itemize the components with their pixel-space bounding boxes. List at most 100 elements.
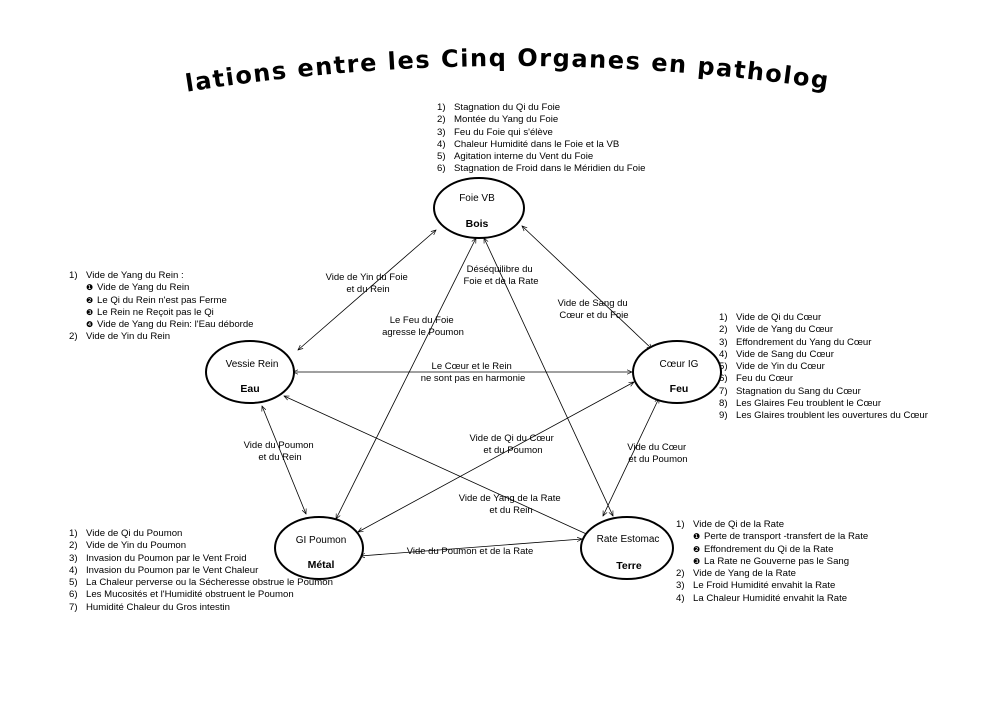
list-item-bullet-icon: ❸: [693, 556, 701, 566]
list-item-text: Vide de Yin du Rein: [86, 331, 171, 343]
list-item-number: 8): [719, 398, 728, 410]
list-item-text: Vide de Yin du Poumon: [86, 540, 187, 552]
label-bois-terre-line2: Foie et de la Rate: [464, 276, 539, 287]
label-eau-terre-line2: et du Rein: [489, 505, 532, 516]
node-terre-ellipse: [580, 516, 674, 580]
list-item-number: 7): [69, 601, 78, 613]
list-item-text: Stagnation du Sang du Cœur: [736, 385, 861, 397]
list-item-text: Effondrement du Yang du Cœur: [736, 336, 872, 348]
list-item: 3) Feu du Foie qui s'élève: [437, 127, 645, 139]
list-item-text: Effondrement du Qi de la Rate: [704, 543, 834, 555]
label-bois-eau-line1: Vide de Yin du Foie: [326, 272, 408, 283]
arrow-eau-terre: [284, 395, 593, 538]
label-bois-feu-line2: Cœur et du Foie: [559, 310, 628, 321]
node-metal-ellipse: [274, 516, 364, 580]
list-item-text: Humidité Chaleur du Gros intestin: [86, 601, 230, 613]
list-item-number: 3): [437, 126, 446, 138]
list-item-text: Feu du Foie qui s'élève: [454, 126, 553, 138]
label-eau-feu: Le Cœur et le Rein ne sont pas en harmon…: [421, 361, 526, 384]
list-item-number: 6): [437, 163, 446, 175]
label-eau-metal: Vide du Poumon et du Rein: [244, 440, 317, 463]
list-item-number: 3): [719, 336, 728, 348]
list-item-text: Invasion du Poumon par le Vent Froid: [86, 552, 247, 564]
node-metal: GI Poumon Métal: [274, 516, 364, 580]
node-eau-name: Vessie Rein: [226, 359, 279, 370]
list-item-text: Vide de Yang de la Rate: [693, 568, 796, 580]
list-item: 2)Vide de Yang du Cœur: [719, 324, 928, 336]
list-item-text: Vide de Sang du Cœur: [736, 348, 834, 360]
label-eau-feu-line2: ne sont pas en harmonie: [421, 373, 526, 384]
arrow-bois-feu: [522, 226, 652, 349]
list-item-text: Vide de Yang du Rein: [97, 282, 190, 294]
label-bois-feu: Vide de Sang du Cœur et du Foie: [558, 298, 631, 321]
list-item: 3) Effondrement du Yang du Cœur: [719, 337, 928, 349]
list-item-number: 4): [676, 592, 685, 604]
node-terre-element: Terre: [616, 560, 642, 572]
label-feu-terre: Vide du Cœur et du Poumon: [627, 442, 689, 465]
list-item-text: Le Rein ne Reçoit pas le Qi: [97, 306, 214, 318]
label-feu-metal-line2: et du Poumon: [483, 445, 542, 456]
node-bois-name: Foie VB: [459, 193, 495, 204]
list-item-text: Vide de Yang du Rein: l'Eau déborde: [97, 319, 254, 331]
list-item-bullet-icon: ❸: [86, 307, 94, 317]
list-item-number: 6): [719, 373, 728, 385]
label-bois-metal-line1: Le Feu du Foie: [390, 315, 454, 326]
arrow-metal-terre: [360, 539, 582, 556]
list-item-text: Vide de Qi de la Rate: [693, 519, 785, 530]
node-metal-name: GI Poumon: [296, 535, 347, 546]
node-terre-name: Rate Estomac: [597, 534, 660, 545]
label-bois-feu-line1: Vide de Sang du: [558, 298, 628, 309]
node-feu: Cœur IG Feu: [632, 340, 722, 404]
list-item: 4) Vide de Sang du Cœur: [719, 349, 928, 361]
label-feu-metal-line1: Vide de Qi du Cœur: [470, 433, 554, 444]
list-item: 1)Vide de Qi du Poumon: [69, 528, 333, 540]
node-feu-ellipse: [632, 340, 722, 404]
label-eau-metal-line1: Vide du Poumon: [244, 440, 314, 451]
relation-labels: Vide de Yin du Foie et du Rein Vide de S…: [244, 264, 689, 557]
list-item-text: Le Qi du Rein n'est pas Ferme: [97, 294, 227, 306]
list-item-number: 2): [69, 540, 78, 552]
arrow-feu-metal: [358, 382, 634, 532]
list-item-number: 4): [437, 138, 446, 150]
list-item-bullet-icon: ❹: [86, 320, 94, 330]
list-item-text: Montée du Yang du Foie: [454, 114, 559, 126]
list-item: 8)Les Glaires Feu troublent le Cœur: [719, 398, 928, 410]
node-feu-name: Cœur IG: [660, 359, 699, 370]
list-item: 7)Stagnation du Sang du Cœur: [719, 386, 928, 398]
list-item-text: Vide de Qi du Cœur: [736, 312, 822, 323]
list-item-number: 5): [719, 361, 728, 373]
list-item-text: Les Mucosités et l'Humidité obstruent le…: [86, 589, 294, 601]
list-item-number: 4): [719, 348, 728, 360]
list-item-text: Stagnation du Qi du Foie: [454, 102, 561, 113]
node-bois: Foie VB Bois: [433, 177, 525, 239]
node-bois-element: Bois: [466, 218, 489, 230]
list-item-bullet-icon: ❶: [693, 532, 701, 542]
diagram-title: Relations entre les Cinq Organes en path…: [0, 0, 832, 98]
list-item-bullet-icon: ❷: [693, 544, 701, 554]
list-item: 1)Vide de Qi de la Rate: [676, 519, 868, 531]
list-item-text: Vide de Yin du Cœur: [736, 361, 825, 373]
relation-arrows: [262, 226, 660, 556]
list-item: 1)Vide de Yang du Rein :: [69, 270, 254, 282]
list-item: 5) Vide de Yin du Cœur: [719, 361, 928, 373]
label-eau-terre: Vide de Yang de la Rate et du Rein: [459, 493, 564, 516]
list-item-text: Vide de Yang du Cœur: [736, 324, 834, 336]
list-item: 4)La Chaleur Humidité envahit la Rate: [676, 593, 868, 605]
list-item-text: Chaleur Humidité dans le Foie et la VB: [454, 138, 620, 150]
node-eau: Vessie Rein Eau: [205, 340, 295, 404]
list-item-text: Agitation interne du Vent du Foie: [454, 151, 594, 163]
node-terre: Rate Estomac Terre: [580, 516, 674, 580]
node-eau-ellipse: [205, 340, 295, 404]
label-bois-eau-line2: et du Rein: [346, 284, 389, 295]
list-item-text: Stagnation de Froid dans le Méridien du …: [454, 163, 646, 175]
node-eau-element: Eau: [240, 383, 259, 395]
list-item-number: 1): [719, 312, 728, 323]
